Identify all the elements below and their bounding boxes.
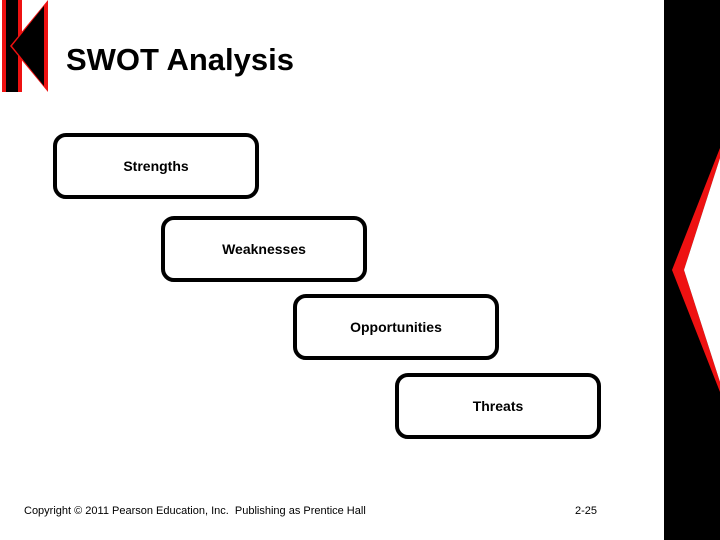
footer-copyright: Copyright © 2011 Pearson Education, Inc.… [24, 505, 366, 517]
footer-page-number: 2-25 [575, 505, 598, 517]
swot-box-label: Weaknesses [222, 241, 306, 257]
swot-box-strengths[interactable]: Strengths [53, 133, 259, 199]
right-white-chevron [672, 148, 720, 392]
page-title: SWOT Analysis [66, 42, 294, 77]
swot-box-threats[interactable]: Threats [395, 373, 601, 439]
swot-box-opportunities[interactable]: Opportunities [293, 294, 499, 360]
k-logo [2, 0, 48, 92]
swot-box-label: Strengths [123, 158, 189, 174]
swot-box-label: Opportunities [350, 319, 442, 335]
swot-box-label: Threats [472, 398, 524, 414]
swot-box-weaknesses[interactable]: Weaknesses [161, 216, 367, 282]
